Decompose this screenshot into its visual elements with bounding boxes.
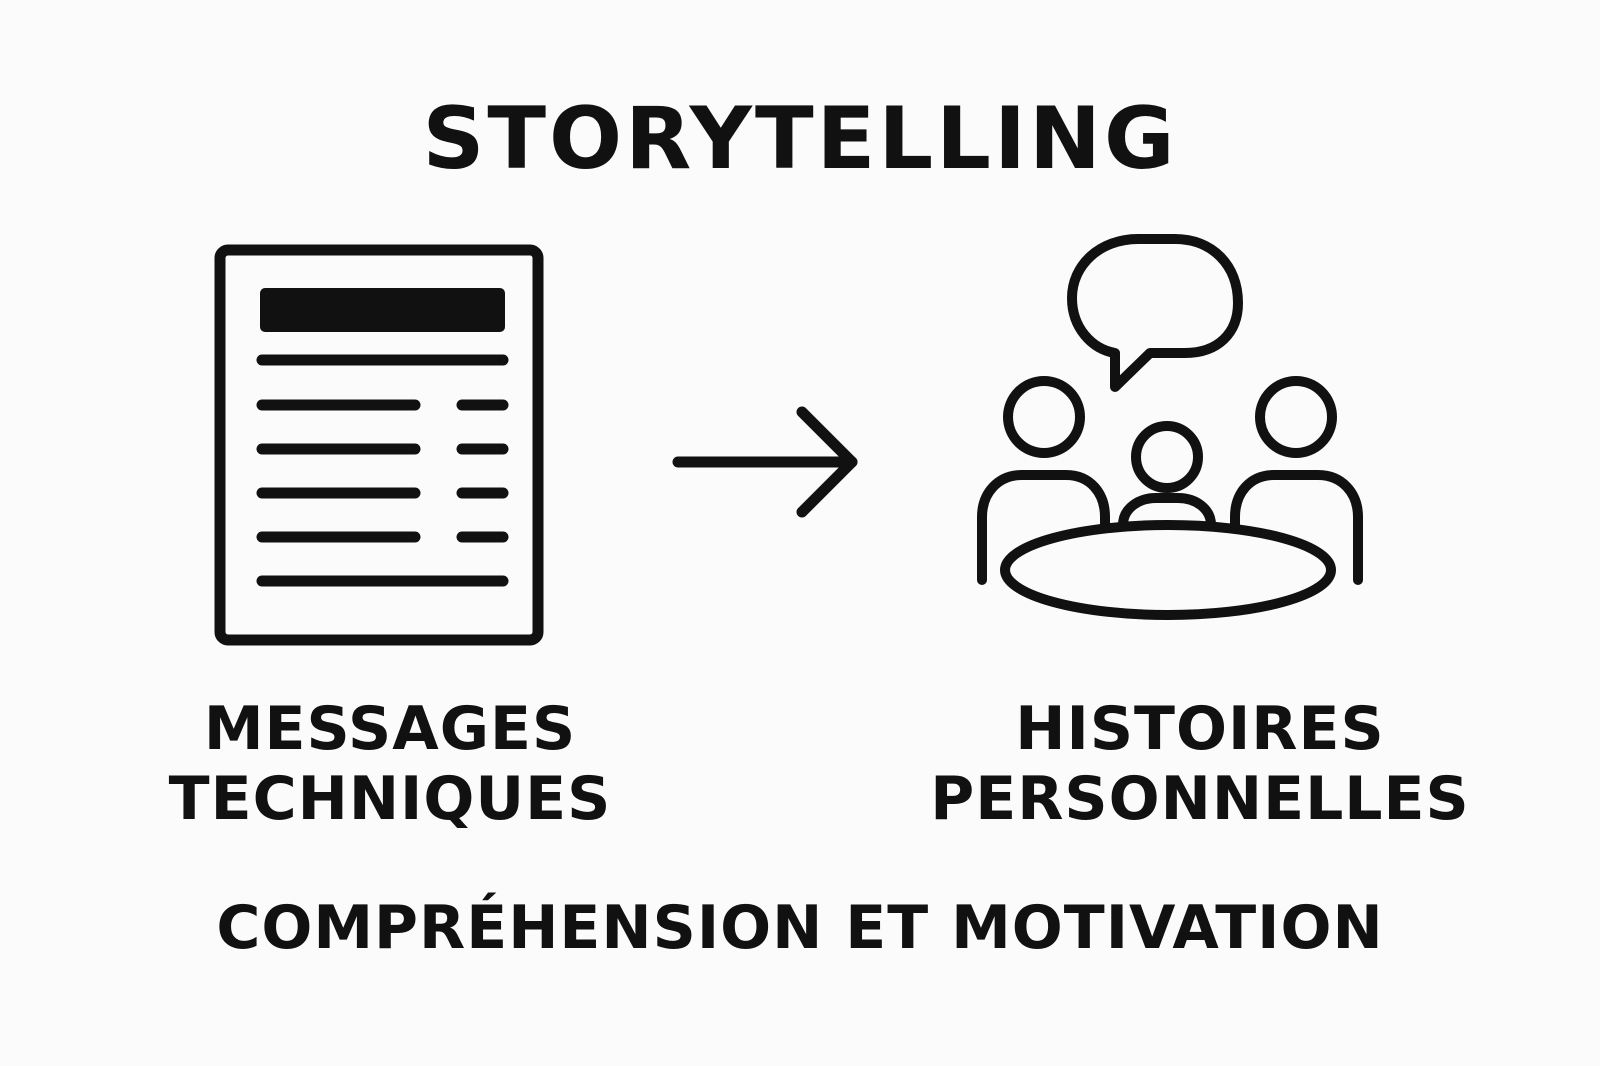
left-label-line-2: TECHNIQUES <box>168 764 612 834</box>
speech-bubble-icon <box>1067 234 1243 392</box>
footer-caption: COMPRÉHENSION ET MOTIVATION <box>216 893 1384 963</box>
right-label-line-2: PERSONNELLES <box>930 764 1470 834</box>
left-label-line-1: MESSAGES <box>203 694 577 764</box>
meeting-table-icon <box>977 234 1363 620</box>
left-label: MESSAGES TECHNIQUES <box>130 694 650 834</box>
right-label-line-1: HISTOIRES <box>1015 694 1385 764</box>
diagram-title: STORYTELLING <box>422 89 1178 189</box>
arrow-right-icon <box>672 406 858 518</box>
right-label: HISTOIRES PERSONNELLES <box>890 694 1510 834</box>
document-icon <box>214 244 544 646</box>
